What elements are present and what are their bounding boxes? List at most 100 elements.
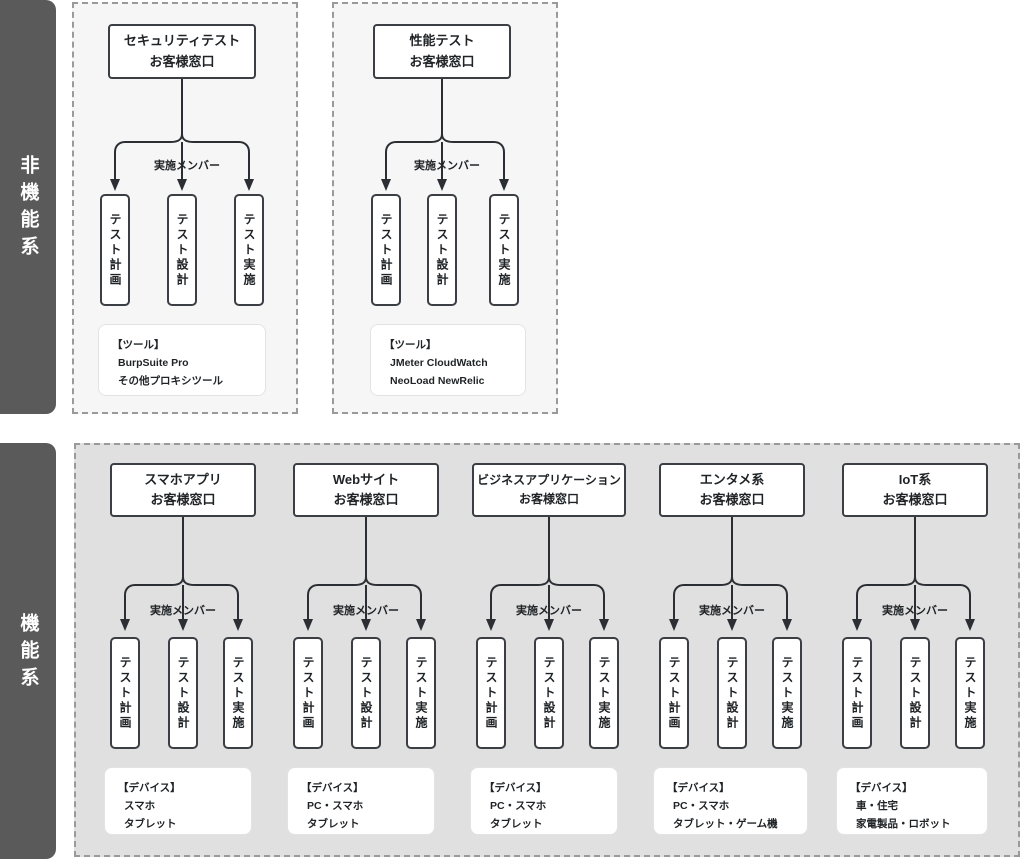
- head-box-website-line2: お客様窓口: [333, 492, 399, 507]
- step-box-business-application-plan-label: テスト計画: [484, 655, 498, 731]
- connector-business-application: [486, 517, 609, 631]
- head-box-website[interactable]: Webサイト お客様窓口: [293, 463, 439, 517]
- step-box-website-design[interactable]: テスト設計: [351, 637, 381, 749]
- note-box-business-application-line-1: PC・スマホ: [490, 800, 547, 813]
- note-box-smartphone-app-title: 【デバイス】: [118, 782, 181, 794]
- connector-label-iot: 実施メンバー: [882, 605, 948, 617]
- step-box-security-design-label: テスト設計: [175, 212, 189, 288]
- step-box-entertainment-design[interactable]: テスト設計: [717, 637, 747, 749]
- connector-smartphone-app: [120, 517, 243, 631]
- note-box-website-title: 【デバイス】: [301, 782, 364, 794]
- step-box-website-plan-label: テスト計画: [301, 655, 315, 731]
- head-box-business-application-line2: お客様窓口: [518, 492, 579, 506]
- step-box-performance-execute[interactable]: テスト実施: [489, 194, 519, 306]
- note-box-business-application-line-2: タブレット: [490, 818, 543, 831]
- connector-label-smartphone-app: 実施メンバー: [150, 605, 216, 617]
- step-box-business-application-execute[interactable]: テスト実施: [589, 637, 619, 749]
- step-box-entertainment-plan[interactable]: テスト計画: [659, 637, 689, 749]
- step-box-entertainment-execute-label: テスト実施: [780, 655, 794, 731]
- step-box-performance-plan-label: テスト計画: [379, 212, 393, 288]
- head-box-business-application-line1: ビジネスアプリケーション: [477, 473, 621, 488]
- step-box-iot-design-label: テスト設計: [908, 655, 922, 731]
- connector-label-website: 実施メンバー: [333, 605, 399, 617]
- step-box-iot-plan[interactable]: テスト計画: [842, 637, 872, 749]
- head-box-security-line1: セキュリティテスト: [123, 33, 241, 49]
- step-box-smartphone-app-design-label: テスト設計: [176, 655, 190, 731]
- note-box-smartphone-app-devices: 【デバイス】 スマホ タブレット: [104, 767, 252, 835]
- head-box-iot-line2: お客様窓口: [882, 492, 948, 507]
- head-box-entertainment-line1: エンタメ系: [699, 471, 765, 487]
- note-box-security-line-2: その他プロキシツール: [118, 375, 223, 388]
- head-box-smartphone-app-line1: スマホアプリ: [144, 471, 222, 487]
- pipeline-entertainment: エンタメ系 お客様窓口 実施メンバー テスト計画 テスト設計 テスト実施: [625, 445, 815, 855]
- note-box-performance-tools: 【ツール】 JMeter CloudWatch NeoLoad NewRelic: [370, 324, 526, 396]
- group-performance: 性能テスト お客様窓口 実施メンバー テスト計画 テスト設計 テスト実施 【ツー…: [332, 2, 558, 414]
- note-box-entertainment-title: 【デバイス】: [667, 782, 730, 794]
- category-tab-nonfunctional: 非機能系: [0, 0, 56, 414]
- note-box-iot-devices: 【デバイス】 車・住宅 家電製品・ロボット: [836, 767, 988, 835]
- step-box-website-execute[interactable]: テスト実施: [406, 637, 436, 749]
- note-box-website-devices: 【デバイス】 PC・スマホ タブレット: [287, 767, 435, 835]
- category-tab-functional-label: 機能系: [17, 612, 39, 694]
- note-box-iot-line-1: 車・住宅: [856, 800, 898, 813]
- step-box-performance-design-label: テスト設計: [435, 212, 449, 288]
- note-box-security-tools: 【ツール】 BurpSuite Pro その他プロキシツール: [98, 324, 266, 396]
- note-box-performance-title: 【ツール】: [384, 339, 437, 351]
- head-box-security[interactable]: セキュリティテスト お客様窓口: [108, 24, 256, 79]
- connector-label-security: 実施メンバー: [154, 160, 220, 172]
- step-box-business-application-design[interactable]: テスト設計: [534, 637, 564, 749]
- step-box-performance-design[interactable]: テスト設計: [427, 194, 457, 306]
- step-box-entertainment-execute[interactable]: テスト実施: [772, 637, 802, 749]
- note-box-entertainment-devices: 【デバイス】 PC・スマホ タブレット・ゲーム機: [653, 767, 808, 835]
- head-box-iot[interactable]: IoT系 お客様窓口: [842, 463, 988, 517]
- connector-label-business-application: 実施メンバー: [516, 605, 582, 617]
- head-box-entertainment[interactable]: エンタメ系 お客様窓口: [659, 463, 805, 517]
- step-box-security-execute-label: テスト実施: [242, 212, 256, 288]
- step-box-security-plan[interactable]: テスト計画: [100, 194, 130, 306]
- step-box-entertainment-design-label: テスト設計: [725, 655, 739, 731]
- connector-label-entertainment: 実施メンバー: [699, 605, 765, 617]
- note-box-business-application-devices: 【デバイス】 PC・スマホ タブレット: [470, 767, 618, 835]
- step-box-security-design[interactable]: テスト設計: [167, 194, 197, 306]
- connector-label-performance: 実施メンバー: [414, 160, 480, 172]
- step-box-smartphone-app-plan[interactable]: テスト計画: [110, 637, 140, 749]
- connector-iot: [852, 517, 975, 631]
- step-box-website-execute-label: テスト実施: [414, 655, 428, 731]
- step-box-website-design-label: テスト設計: [359, 655, 373, 731]
- head-box-smartphone-app[interactable]: スマホアプリ お客様窓口: [110, 463, 256, 517]
- note-box-smartphone-app-line-2: タブレット: [124, 818, 177, 831]
- pipeline-business-application: ビジネスアプリケーション お客様窓口 実施メンバー テスト計画 テスト設計 テス: [442, 445, 632, 855]
- connector-security: [110, 79, 254, 191]
- head-box-iot-line1: IoT系: [898, 471, 932, 487]
- group-functional: スマホアプリ お客様窓口 実施メンバー テスト計画 テスト設計 テスト実施: [74, 443, 1020, 857]
- step-box-performance-execute-label: テスト実施: [497, 212, 511, 288]
- step-box-business-application-execute-label: テスト実施: [597, 655, 611, 731]
- step-box-security-execute[interactable]: テスト実施: [234, 194, 264, 306]
- note-box-smartphone-app-line-1: スマホ: [124, 800, 156, 813]
- step-box-business-application-plan[interactable]: テスト計画: [476, 637, 506, 749]
- step-box-iot-execute[interactable]: テスト実施: [955, 637, 985, 749]
- step-box-iot-execute-label: テスト実施: [963, 655, 977, 731]
- step-box-iot-design[interactable]: テスト設計: [900, 637, 930, 749]
- note-box-entertainment-line-1: PC・スマホ: [673, 800, 730, 813]
- head-box-security-line2: お客様窓口: [149, 53, 215, 69]
- head-box-entertainment-line2: お客様窓口: [699, 492, 765, 507]
- head-box-performance-line1: 性能テスト: [409, 33, 475, 49]
- step-box-security-plan-label: テスト計画: [108, 212, 122, 288]
- category-tab-nonfunctional-label: 非機能系: [17, 155, 39, 263]
- note-box-iot-line-2: 家電製品・ロボット: [856, 818, 951, 831]
- group-security: セキュリティテスト お客様窓口 実施メンバー テスト計画 テスト設計 テスト実施…: [72, 2, 298, 414]
- note-box-performance-line-1: JMeter CloudWatch: [390, 357, 488, 370]
- step-box-website-plan[interactable]: テスト計画: [293, 637, 323, 749]
- connector-performance: [381, 79, 509, 191]
- step-box-smartphone-app-plan-label: テスト計画: [118, 655, 132, 731]
- head-box-performance-line2: お客様窓口: [409, 53, 475, 69]
- note-box-performance-line-2: NeoLoad NewRelic: [390, 375, 485, 388]
- note-box-website-line-1: PC・スマホ: [307, 800, 364, 813]
- head-box-website-line1: Webサイト: [332, 471, 400, 487]
- head-box-performance[interactable]: 性能テスト お客様窓口: [373, 24, 511, 79]
- step-box-smartphone-app-execute[interactable]: テスト実施: [223, 637, 253, 749]
- step-box-performance-plan[interactable]: テスト計画: [371, 194, 401, 306]
- head-box-business-application[interactable]: ビジネスアプリケーション お客様窓口: [472, 463, 626, 517]
- step-box-smartphone-app-design[interactable]: テスト設計: [168, 637, 198, 749]
